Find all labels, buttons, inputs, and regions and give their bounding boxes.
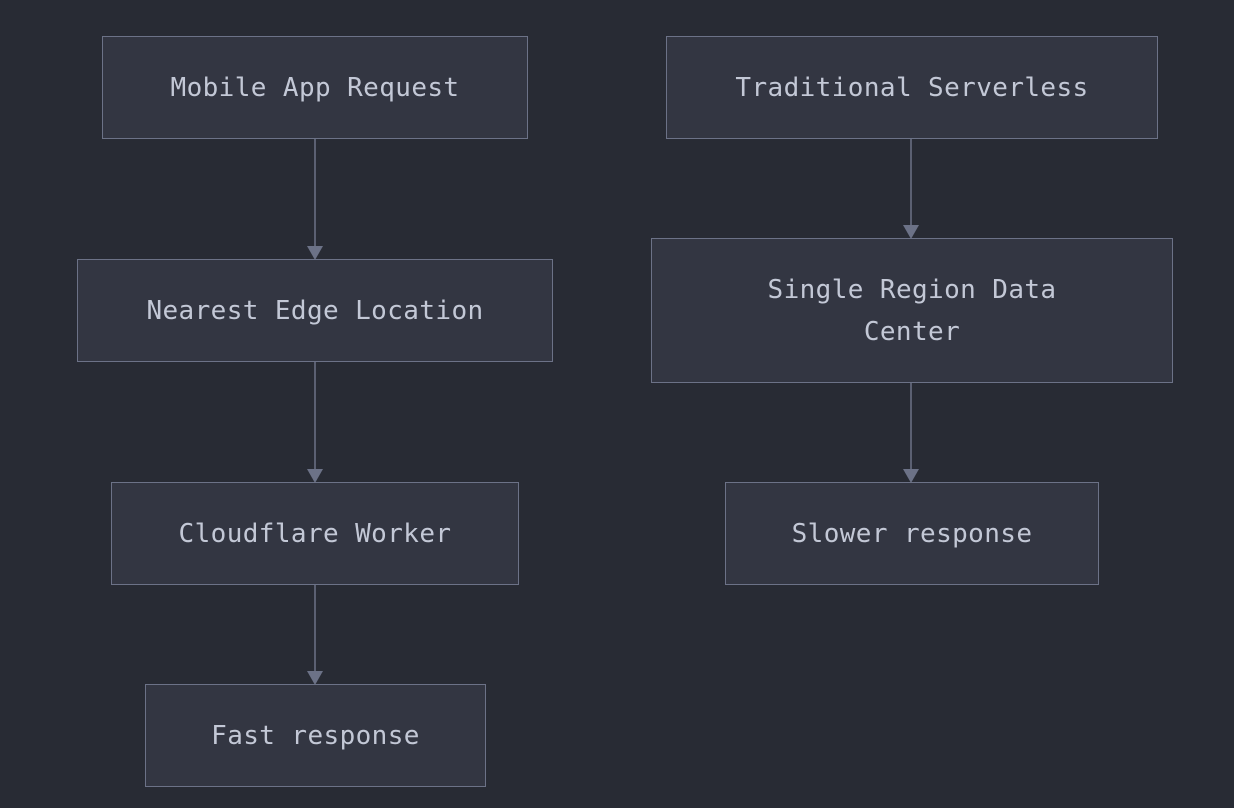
node-cloudflare-worker: Cloudflare Worker — [111, 482, 519, 585]
node-label: Cloudflare Worker — [178, 518, 452, 549]
node-label: Mobile App Request — [170, 72, 460, 103]
node-fast-response: Fast response — [145, 684, 486, 787]
node-label: Traditional Serverless — [735, 72, 1089, 103]
edge-worker-to-fast-response — [307, 585, 323, 685]
node-mobile-app-request: Mobile App Request — [102, 36, 528, 139]
edge-mobile-to-edge-location — [307, 139, 323, 260]
node-label: Nearest Edge Location — [146, 295, 484, 326]
node-label: Slower response — [791, 518, 1033, 549]
node-single-region-data-center: Single Region Data Center — [651, 238, 1173, 383]
node-label: Fast response — [211, 720, 420, 751]
node-nearest-edge-location: Nearest Edge Location — [77, 259, 553, 362]
edge-serverless-to-data-center — [903, 139, 919, 239]
edge-data-center-to-slower-response — [903, 383, 919, 483]
node-slower-response: Slower response — [725, 482, 1099, 585]
node-label: Single Region Data Center — [767, 274, 1057, 347]
node-traditional-serverless: Traditional Serverless — [666, 36, 1158, 139]
edge-edge-location-to-worker — [307, 362, 323, 483]
